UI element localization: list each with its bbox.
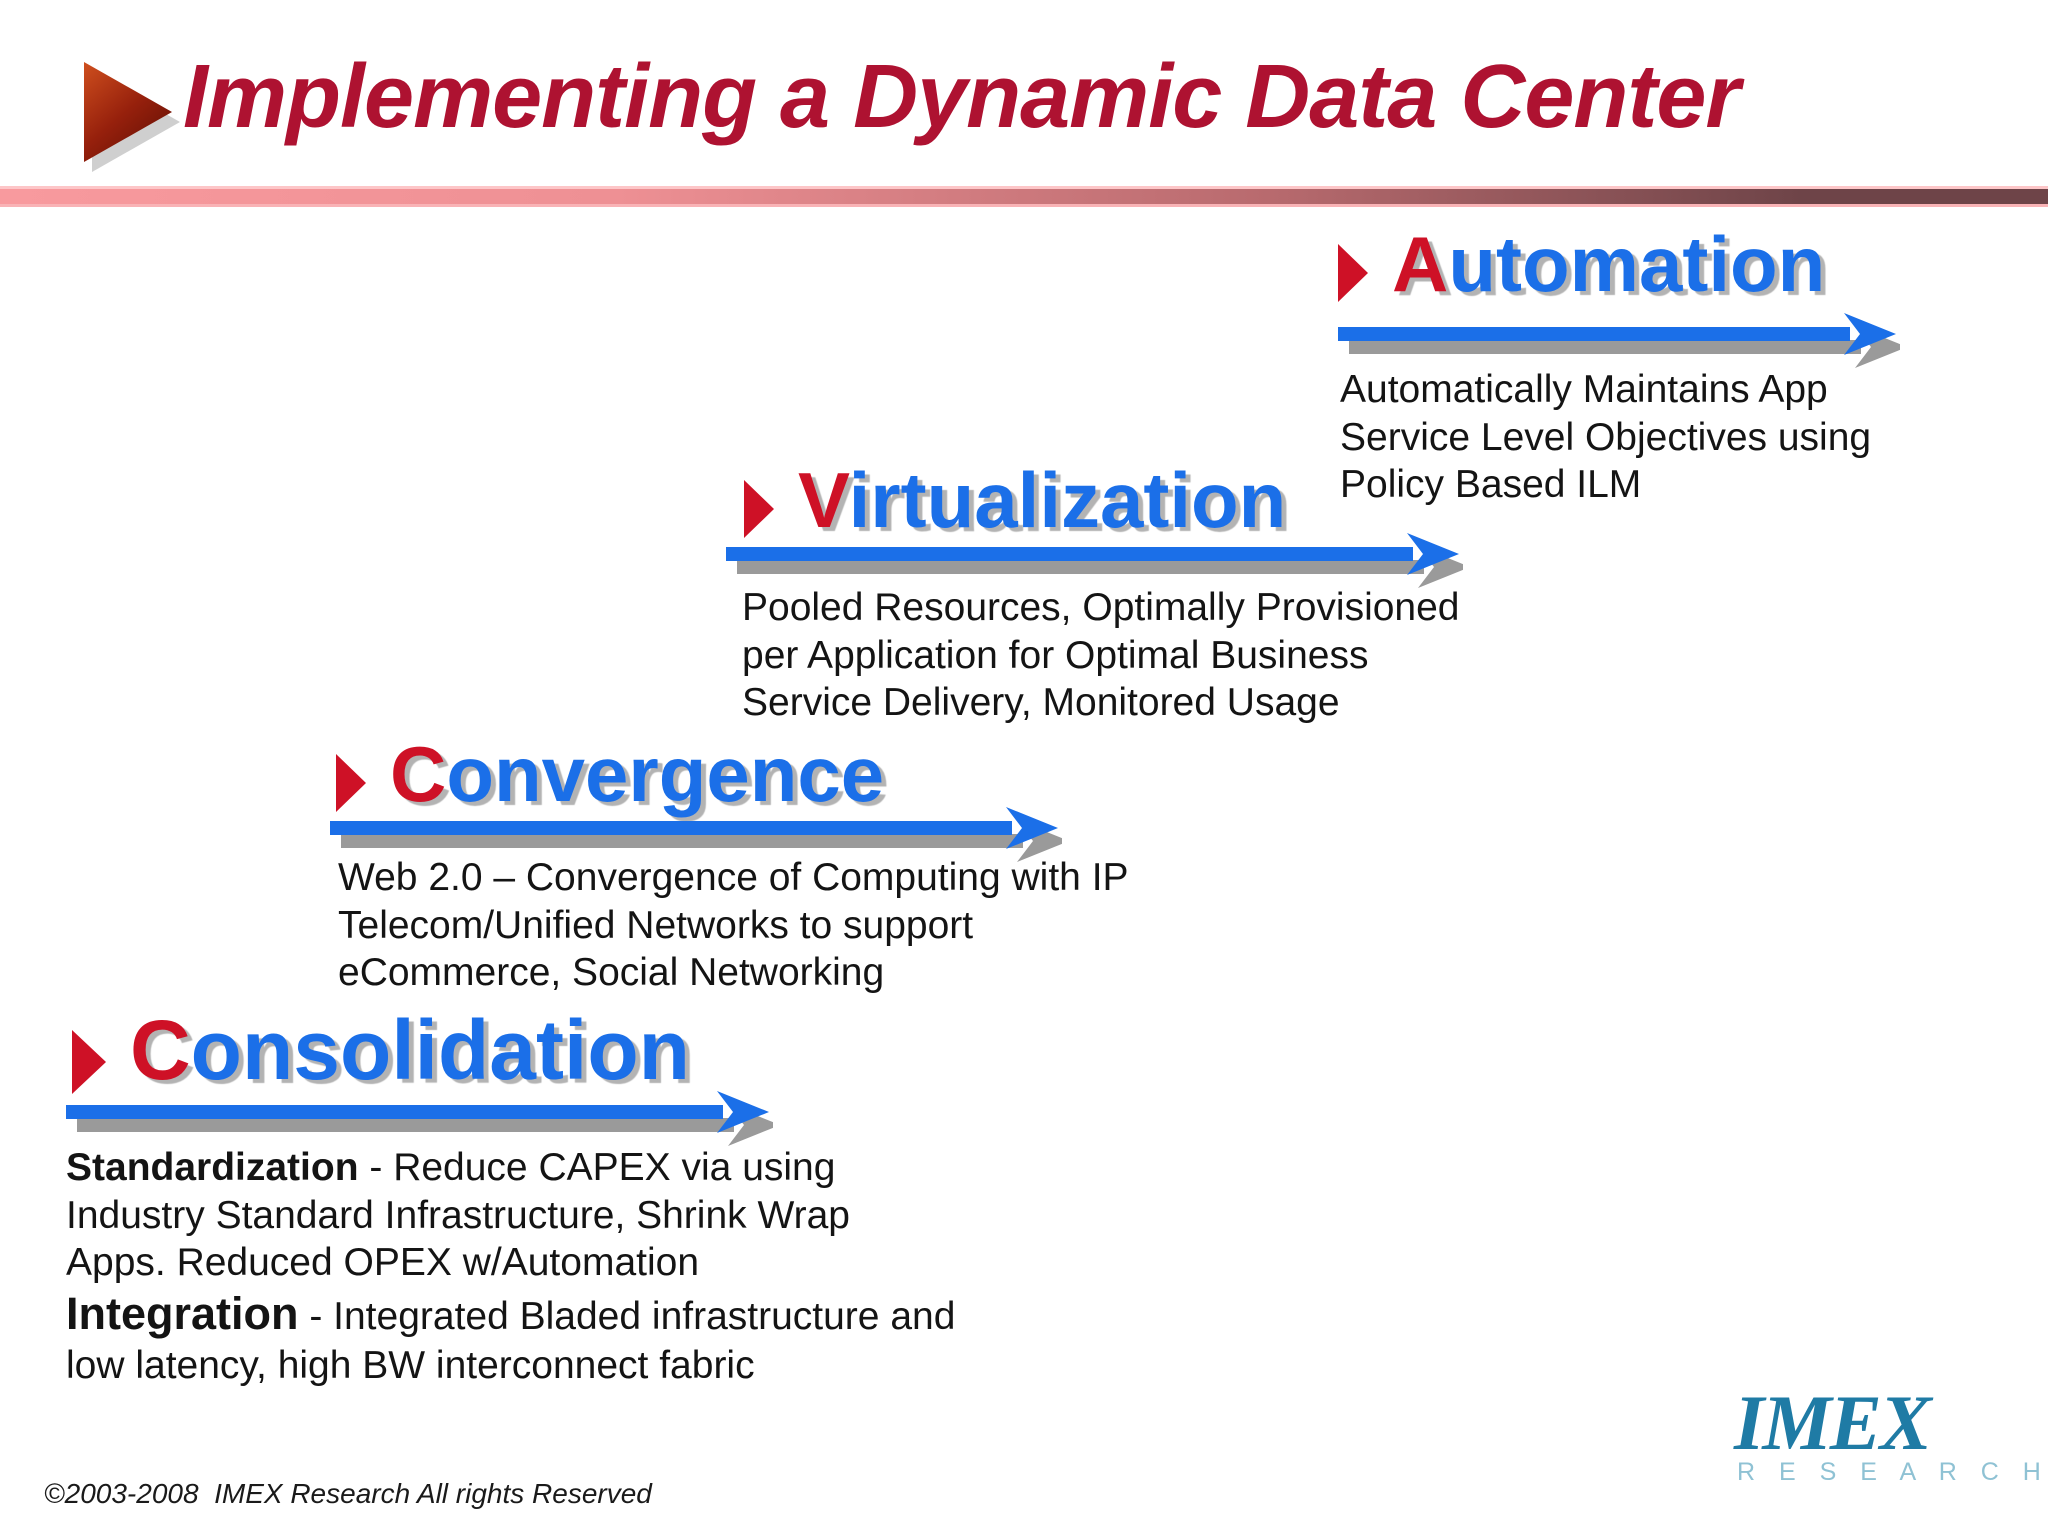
description-line: eCommerce, Social Networking — [338, 951, 885, 995]
description-line: Pooled Resources, Optimally Provisioned — [742, 586, 1460, 629]
step-bullet-icon-virtualization — [744, 480, 774, 538]
description-line: Integration - Integrated Bladed infrastr… — [66, 1287, 955, 1342]
step-heading-rest: irtualization — [848, 456, 1287, 544]
step-arrow-icon-virtualization — [726, 533, 1463, 588]
description-lead: Integration — [66, 1287, 299, 1339]
step-arrow-icon-convergence — [330, 807, 1062, 862]
description-line: Apps. Reduced OPEX w/Automation — [66, 1239, 955, 1287]
step-arrow-icon-consolidation — [66, 1091, 773, 1146]
description-line: Policy Based ILM — [1340, 463, 1642, 507]
description-line: Standardization - Reduce CAPEX via using — [66, 1144, 955, 1192]
page-title: Implementing a Dynamic Data Center — [183, 47, 1740, 147]
step-heading-virtualization: Virtualization — [798, 456, 1287, 544]
title-triangle-icon — [84, 62, 180, 172]
step-description-consolidation: Standardization - Reduce CAPEX via using… — [66, 1144, 955, 1389]
description-line: Automatically Maintains App — [1340, 368, 1828, 411]
imex-logo: IMEX R E S E A R C H . C O M — [1734, 1379, 2048, 1487]
description-line: Web 2.0 – Convergence of Computing with … — [338, 856, 1129, 899]
step-description-virtualization: Pooled Resources, Optimally Provisioned … — [742, 584, 1460, 727]
description-line: Service Level Objectives using — [1340, 415, 1872, 459]
copyright-text: ©2003-2008 IMEX Research All rights Rese… — [44, 1478, 652, 1509]
title-divider-bar — [0, 186, 2048, 207]
description-line: Industry Standard Infrastructure, Shrink… — [66, 1192, 955, 1240]
step-heading-initial: C — [130, 1003, 191, 1097]
step-heading-convergence: Convergence — [390, 730, 885, 818]
step-bullet-icon-convergence — [336, 754, 366, 812]
step-description-convergence: Web 2.0 – Convergence of Computing with … — [338, 854, 1129, 997]
description-line: low latency, high BW interconnect fabric — [66, 1342, 955, 1390]
imex-logo-text: IMEX — [1734, 1379, 1932, 1466]
description-line: per Application for Optimal Business — [742, 633, 1369, 677]
step-heading-rest: onvergence — [446, 730, 885, 818]
step-heading-rest: utomation — [1448, 220, 1826, 308]
description-text: - Integrated Bladed infrastructure and — [298, 1294, 956, 1338]
description-text: Apps. Reduced OPEX w/Automation — [66, 1241, 700, 1285]
description-lead: Standardization — [66, 1146, 359, 1189]
description-text: Industry Standard Infrastructure, Shrink… — [66, 1193, 850, 1237]
step-heading-initial: C — [390, 730, 447, 818]
description-line: Service Delivery, Monitored Usage — [742, 681, 1340, 725]
step-description-automation: Automatically Maintains App Service Leve… — [1340, 366, 1871, 509]
step-bullet-icon-consolidation — [72, 1030, 106, 1094]
description-text: low latency, high BW interconnect fabric — [66, 1343, 755, 1387]
step-heading-consolidation: Consolidation — [130, 1004, 690, 1096]
step-arrow-icon-automation — [1338, 313, 1900, 368]
step-heading-initial: V — [798, 456, 849, 544]
step-heading-automation: Automation — [1392, 220, 1826, 308]
step-heading-rest: onsolidation — [190, 1003, 690, 1097]
step-bullet-icon-automation — [1338, 244, 1368, 302]
description-line: Telecom/Unified Networks to support — [338, 903, 974, 947]
imex-logo-subtext: R E S E A R C H . C O M — [1737, 1458, 2048, 1486]
step-heading-initial: A — [1392, 220, 1449, 308]
description-text: - Reduce CAPEX via using — [358, 1146, 836, 1189]
